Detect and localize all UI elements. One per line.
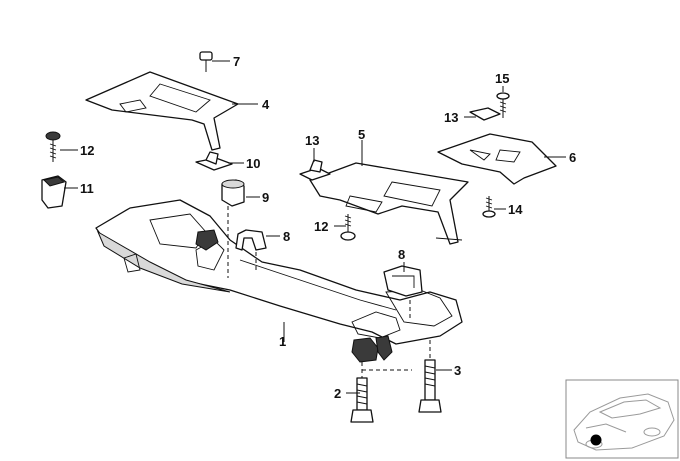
location-marker-icon — [590, 434, 602, 446]
callout-7: 7 — [233, 54, 240, 69]
screw-15 — [496, 92, 510, 118]
callout-2: 2 — [334, 386, 341, 401]
screw-14 — [482, 196, 496, 218]
callout-11: 11 — [80, 181, 94, 196]
callout-8-right: 8 — [398, 247, 405, 262]
bracket-right — [383, 265, 423, 297]
screw-12-left — [45, 131, 61, 162]
bolt-3 — [418, 340, 442, 413]
callout-15: 15 — [495, 71, 509, 86]
callout-4: 4 — [262, 97, 270, 112]
callout-10: 10 — [246, 156, 260, 171]
clip-nut-13-right — [469, 107, 501, 121]
callouts: 1 2 3 4 5 6 7 8 8 9 10 11 12 12 13 13 14… — [80, 54, 576, 401]
clip-nut-13-center — [299, 159, 331, 181]
leader-lines — [60, 60, 566, 394]
callout-13-center: 13 — [305, 133, 319, 148]
vehicle-locator-inset — [565, 379, 679, 459]
callout-6: 6 — [569, 150, 576, 165]
clip-left — [235, 229, 267, 251]
callout-12-left: 12 — [80, 143, 94, 158]
cover-plate-left — [85, 71, 239, 151]
callout-12-center: 12 — [314, 219, 328, 234]
rubber-buffer — [221, 179, 245, 207]
callout-8-left: 8 — [283, 229, 290, 244]
callout-1: 1 — [279, 334, 286, 349]
cover-plate-center — [309, 162, 469, 245]
callout-5: 5 — [358, 127, 365, 142]
bolt-7 — [199, 51, 213, 72]
rubber-mount — [41, 175, 67, 209]
clip-nut-10 — [195, 151, 233, 171]
callout-3: 3 — [454, 363, 461, 378]
callout-13-right: 13 — [444, 110, 458, 125]
screw-12-center — [340, 214, 356, 241]
cover-plate-right — [437, 133, 557, 185]
axle-carrier — [95, 199, 463, 363]
callout-14: 14 — [508, 202, 523, 217]
callout-9: 9 — [262, 190, 269, 205]
bolt-2 — [350, 362, 374, 423]
